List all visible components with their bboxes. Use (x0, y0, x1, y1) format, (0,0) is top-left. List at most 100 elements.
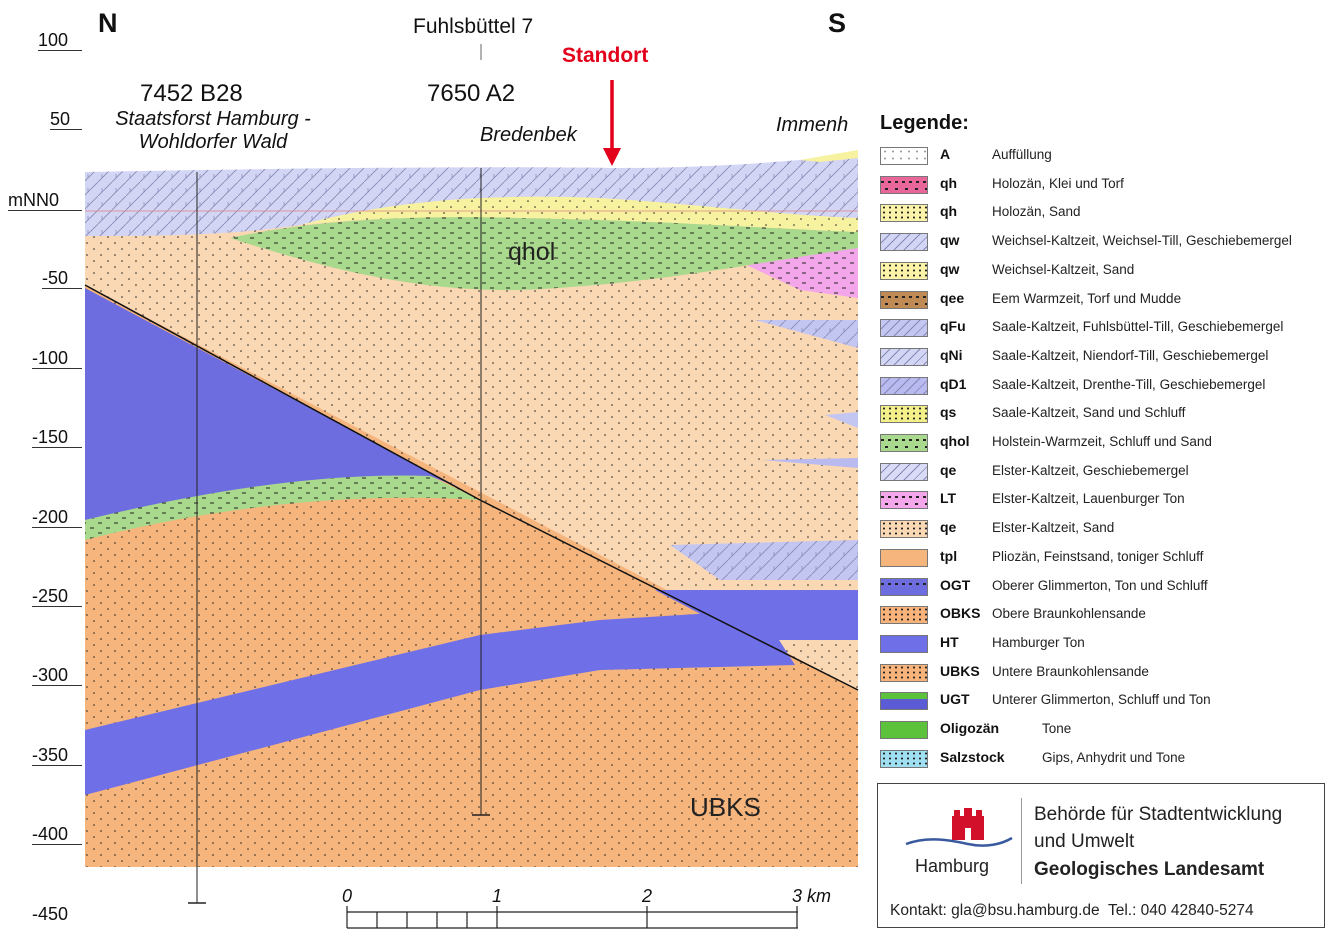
east-location: Immenh (776, 114, 849, 136)
layer-label-ubks: UBKS (690, 792, 761, 822)
legend-code: qFu (940, 318, 966, 335)
well-top-label: Fuhlsbüttel 7 (413, 15, 534, 38)
layer-label-qhol: qhol (508, 238, 556, 266)
legend-description: Holstein-Warmzeit, Schluff und Sand (992, 434, 1212, 449)
legend-description: Gips, Anhydrit und Tone (1042, 749, 1186, 765)
legend-description: Saale-Kaltzeit, Sand und Schluff (992, 405, 1186, 421)
legend-item: Oligozän Tone (880, 719, 1335, 741)
legend-swatch (880, 261, 928, 280)
legend-code: HT (940, 633, 959, 650)
legend-swatch (880, 520, 928, 539)
legend-swatch (880, 462, 928, 481)
y-tick-minus400: -400 (32, 824, 82, 845)
authority-info-box: Hamburg Behörde für Stadtentwicklung und… (877, 783, 1325, 928)
legend-description: Holozän, Sand (992, 204, 1081, 220)
legend-item: qs Saale-Kaltzeit, Sand und Schluff (880, 403, 1335, 425)
legend-code: qhol (940, 433, 970, 449)
y-tick-50: 50 (50, 109, 82, 130)
legend-item: qw Weichsel-Kaltzeit, Sand (880, 260, 1335, 282)
legend-item: qh Holozän, Klei und Torf (880, 174, 1335, 196)
site-label: Standort (562, 44, 649, 67)
legend-code: LT (940, 490, 957, 507)
legend-code: qw (940, 260, 960, 277)
legend-swatch (880, 147, 928, 165)
legend-item: qFu Saale-Kaltzeit, Fuhlsbüttel-Till, Ges… (880, 317, 1335, 339)
legend-description: Saale-Kaltzeit, Drenthe-Till, Geschiebem… (992, 376, 1266, 392)
contact-line: Kontakt: gla@bsu.hamburg.de Tel.: 040 42… (890, 902, 1254, 919)
legend-swatch (880, 692, 928, 711)
scale-label-2: 2 (642, 886, 653, 906)
borehole-1-location: Staatsforst Hamburg - Wohldorfer Wald (88, 108, 338, 154)
borehole-1-id: 7452 B28 (140, 80, 243, 107)
legend-item: qD1 Saale-Kaltzeit, Drenthe-Till, Geschie… (880, 375, 1335, 397)
legend-description: Saale-Kaltzeit, Niendorf-Till, Geschiebe… (992, 347, 1269, 363)
legend-description: Obere Braunkohlensande (992, 606, 1146, 622)
legend-code: qe (940, 519, 957, 536)
lens-qd1 (762, 458, 858, 468)
section-layers (84, 150, 859, 867)
y-tick-minus200: -200 (32, 507, 82, 528)
legend-code: qee (940, 289, 965, 306)
hamburg-coat-of-arms-logo (905, 808, 1013, 847)
borehole-1-location-line2: Wohldorfer Wald (138, 131, 288, 153)
legend-description: Elster-Kaltzeit, Sand (992, 520, 1115, 536)
legend-description: Hamburger Ton (992, 634, 1085, 650)
legend-description: Saale-Kaltzeit, Fuhlsbüttel-Till, Geschi… (992, 319, 1284, 335)
legend-description: Holozän, Klei und Torf (992, 175, 1124, 191)
legend-item: qhol Holstein-Warmzeit, Schluff und Sand (880, 432, 1335, 454)
legend-swatch (880, 548, 928, 567)
legend-description: Tone (1042, 721, 1072, 736)
scale-label-3km: 3 km (792, 886, 832, 906)
legend-swatch (880, 749, 928, 768)
y-tick-100: 100 (38, 30, 82, 51)
borehole-1-location-line1: Staatsforst Hamburg - (115, 108, 311, 130)
legend-item: qe Elster-Kaltzeit, Geschiebemergel (880, 461, 1335, 483)
legend-title: Legende: (880, 112, 969, 134)
legend-code: tpl (940, 547, 958, 564)
fault-line-2 (479, 499, 859, 691)
legend-swatch (880, 405, 928, 424)
legend-code: UBKS (940, 662, 980, 679)
legend-code: qw (940, 232, 960, 249)
legend-code: qh (940, 203, 958, 220)
lens-qni (825, 412, 858, 428)
legend-swatch (880, 376, 928, 395)
legend-code: qs (940, 404, 957, 421)
scale-bar (346, 906, 798, 929)
legend-description: Weichsel-Kaltzeit, Sand (992, 261, 1135, 277)
legend-swatch (880, 233, 928, 252)
scale-label-0: 0 (342, 886, 353, 906)
y-tick-minus300: -300 (32, 665, 82, 686)
legend-description: Eem Warmzeit, Torf und Mudde (992, 290, 1182, 306)
legend-item: qh Holozän, Sand (880, 202, 1335, 224)
north-label: N (98, 8, 118, 38)
legend-item: qe Elster-Kaltzeit, Sand (880, 518, 1335, 540)
y-tick-minus150: -150 (32, 427, 82, 448)
legend-description: Auffüllung (992, 147, 1052, 162)
legend-swatch (880, 634, 928, 653)
y-tick-minus50: -50 (42, 268, 82, 289)
legend-description: Weichsel-Kaltzeit, Weichsel-Till, Geschi… (992, 233, 1292, 249)
legend-code: Oligozän (940, 720, 1000, 736)
legend-swatch (880, 606, 928, 625)
legend-item: qw Weichsel-Kaltzeit, Weichsel-Till, Gesc… (880, 231, 1335, 253)
legend-swatch (880, 491, 928, 510)
legend-description: Elster-Kaltzeit, Geschiebemergel (992, 462, 1189, 478)
logo-city-label: Hamburg (915, 856, 990, 876)
legend-swatch (880, 204, 928, 223)
fault-line-1 (84, 284, 481, 501)
borehole-2-location: Bredenbek (480, 124, 577, 146)
legend-code: qe (940, 461, 957, 478)
legend-code: qh (940, 174, 958, 191)
legend-swatch (880, 319, 928, 338)
legend-code: qD1 (940, 375, 967, 392)
y-tick-minus100: -100 (32, 348, 82, 369)
authority-line-2: und Umwelt (1034, 831, 1135, 852)
legend-code: UGT (940, 691, 970, 708)
